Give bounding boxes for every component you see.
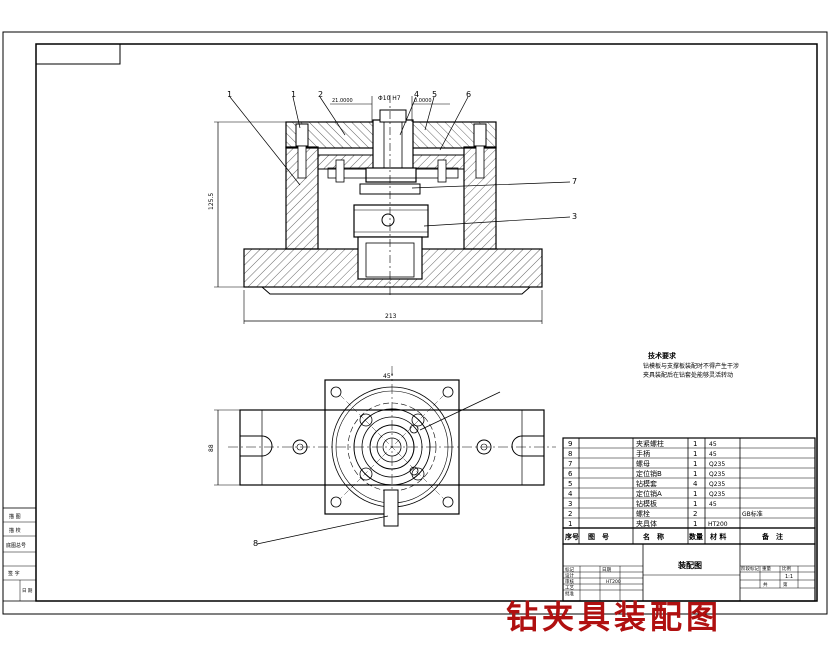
title-block xyxy=(562,543,816,602)
part-name: 螺母 xyxy=(636,459,650,468)
tb-sheet: 共 xyxy=(763,581,768,588)
part-mat: Q235 xyxy=(709,471,725,478)
callout-7: 7 xyxy=(572,177,577,186)
part-no: 6 xyxy=(568,470,573,478)
part-qty: 1 xyxy=(693,460,697,468)
code-box xyxy=(35,43,121,65)
top-view xyxy=(214,366,556,545)
part-qty: 1 xyxy=(693,490,697,498)
tb-design: 设计 xyxy=(565,572,574,579)
stamp-date: 日 期 xyxy=(22,588,33,594)
tb-scale: 1:1 xyxy=(785,574,793,580)
part-no: 9 xyxy=(568,440,572,448)
callout-4: 4 xyxy=(414,90,419,99)
part-name: 定位销B xyxy=(636,469,662,478)
stamp-trace: 描 图 xyxy=(9,513,21,520)
part-qty: 2 xyxy=(693,510,697,518)
part-qty: 1 xyxy=(693,500,697,508)
tb-ratio: 比例 xyxy=(782,565,791,572)
part-no: 8 xyxy=(568,450,572,458)
part-mat: 45 xyxy=(709,451,717,458)
dim-depth: 88 xyxy=(208,444,215,452)
dim-height: 125.5 xyxy=(208,193,215,210)
part-no: 1 xyxy=(568,520,572,528)
part-qty: 1 xyxy=(693,440,697,448)
tech-req-title: 技术要求 xyxy=(648,351,677,360)
dim-small-top: Φ10 H7 xyxy=(378,95,401,102)
part-qty: 1 xyxy=(693,520,697,528)
part-qty: 1 xyxy=(693,450,697,458)
parts-list xyxy=(562,437,816,545)
part-name: 螺栓 xyxy=(636,509,650,518)
tb-weight: 重量 xyxy=(762,565,771,572)
stamp-base-no: 底图总号 xyxy=(6,542,26,549)
part-mat: Q235 xyxy=(709,491,725,498)
tech-req-line1: 钻模板与支撑板装配时不得产生干涉 xyxy=(643,362,739,370)
parts-header-qty: 数量 xyxy=(689,532,703,541)
parts-header-note: 备 注 xyxy=(761,532,783,541)
dim-small-left: 21.0000 xyxy=(332,98,353,104)
part-qty: 1 xyxy=(693,470,697,478)
tb-mat-code: HT200 xyxy=(606,579,621,585)
stamp-trace-check: 描 校 xyxy=(9,527,21,534)
dim-rotation: 45° xyxy=(383,373,394,380)
parts-rows: 9 夹紧螺柱 1 45 8 手柄 1 45 7 螺母 1 Q235 6 定位销B… xyxy=(568,439,763,528)
callout-1b: 1 xyxy=(291,90,296,99)
callout-6: 6 xyxy=(466,90,471,99)
part-note: GB标准 xyxy=(742,510,763,518)
part-name: 钻模套 xyxy=(636,479,657,488)
callout-2: 2 xyxy=(318,90,323,99)
part-no: 2 xyxy=(568,510,572,518)
left-stamp-column xyxy=(2,507,37,602)
parts-header-mat: 材 料 xyxy=(709,532,726,541)
drawing-name: 装配图 xyxy=(677,560,702,570)
part-no: 7 xyxy=(568,460,572,468)
callout-1a: 1 xyxy=(227,90,232,99)
tech-req-line2: 夹具装配后在钻套处能够灵活转动 xyxy=(643,371,733,379)
part-name: 定位销A xyxy=(636,489,662,498)
part-no: 4 xyxy=(568,490,573,498)
big-title: 钻夹具装配图 xyxy=(506,598,722,636)
callout-5: 5 xyxy=(432,90,437,99)
tb-page: 第 xyxy=(783,581,788,588)
tb-approve: 批准 xyxy=(565,590,574,597)
part-mat: HT200 xyxy=(708,521,728,528)
stamp-sign: 签 字 xyxy=(8,570,20,577)
outer-border xyxy=(2,31,828,615)
part-name: 手柄 xyxy=(636,449,650,458)
part-mat: Q235 xyxy=(709,481,725,488)
parts-header-name: 名 称 xyxy=(643,532,664,541)
part-no: 5 xyxy=(568,480,572,488)
parts-header-code: 图 号 xyxy=(588,532,609,541)
part-mat: 45 xyxy=(709,501,717,508)
tb-date: 日期 xyxy=(602,567,611,573)
callout-8: 8 xyxy=(253,539,258,548)
tb-process: 工艺 xyxy=(565,585,574,591)
part-no: 3 xyxy=(568,500,572,508)
callout-3: 3 xyxy=(572,212,577,221)
tb-check: 审核 xyxy=(565,578,574,585)
part-name: 夹具体 xyxy=(636,519,657,528)
dim-small-mid: 0.0000 xyxy=(414,98,432,104)
part-name: 钻模板 xyxy=(636,499,657,508)
part-mat: 45 xyxy=(709,441,717,448)
part-mat: Q235 xyxy=(709,461,725,468)
tb-stage: 阶段标记 xyxy=(741,565,759,572)
front-section-view xyxy=(214,95,571,324)
part-name: 夹紧螺柱 xyxy=(636,439,664,448)
dim-width: 213 xyxy=(385,313,397,320)
inner-border xyxy=(35,43,818,602)
part-qty: 4 xyxy=(693,480,698,488)
tb-mark: 标记 xyxy=(565,566,574,573)
parts-header-no: 序号 xyxy=(564,532,579,541)
